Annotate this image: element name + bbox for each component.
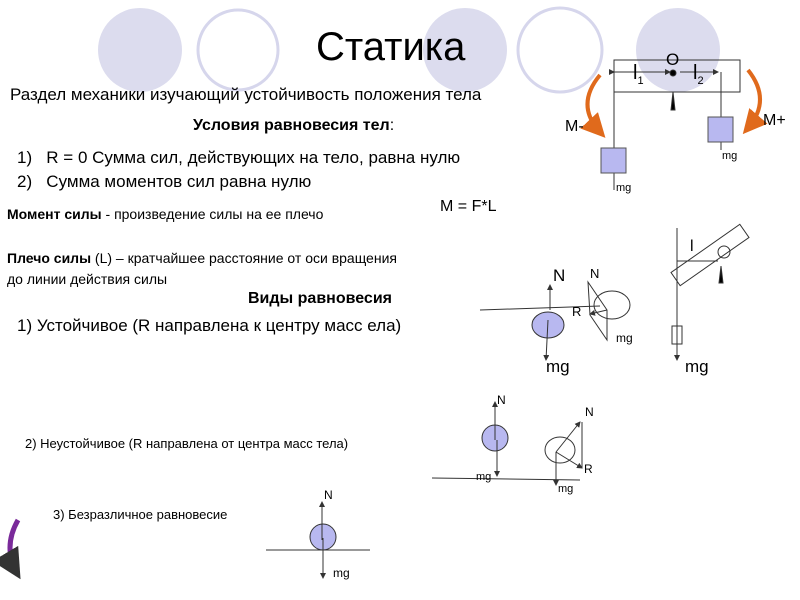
label-mg: mg <box>685 357 709 376</box>
conditions-heading-colon: : <box>389 117 395 134</box>
subtitle: Раздел механики изучающий устойчивость п… <box>10 85 482 104</box>
arm-definition-2: до линии действия силы <box>7 271 168 287</box>
back-nav-icon <box>0 518 21 580</box>
label-m-plus: M+ <box>763 112 786 129</box>
decor-circles <box>98 6 720 94</box>
condition-text: Сумма моментов сил равна нулю <box>46 172 312 191</box>
type-neutral: 3) Безразличное равновесие <box>53 507 228 522</box>
types-heading: Виды равновесия <box>248 290 392 307</box>
label-n: N <box>553 266 566 285</box>
type-unstable: 2) Неустойчивое (R направлена от центра … <box>25 436 349 451</box>
moment-definition-text: - произведение силы на ее плечо <box>101 206 324 222</box>
label-mg: mg <box>333 566 350 580</box>
label-l: l <box>690 238 694 255</box>
label-mg: mg <box>616 331 633 345</box>
label-r: R <box>584 462 593 476</box>
condition-text: R = 0 Сумма сил, действующих на тело, ра… <box>46 148 461 167</box>
pendulum-diagram <box>670 223 750 361</box>
label-l1-letter: l <box>633 62 638 84</box>
label-l1-subscript: 1 <box>637 75 644 87</box>
label-n: N <box>497 393 506 407</box>
condition-2: 2) Сумма моментов сил равна нулю <box>17 172 311 192</box>
label-n: N <box>585 405 594 419</box>
moment-formula: M = F*L <box>440 198 497 215</box>
unstable-diagram <box>431 401 583 486</box>
condition-1: 1) R = 0 Сумма сил, действующих на тело,… <box>17 148 460 168</box>
page-title: Статика <box>316 25 466 69</box>
arm-definition-text: (L) – кратчайшее расстояние от оси враще… <box>91 250 397 266</box>
label-mg: mg <box>546 357 570 376</box>
condition-number: 1) <box>17 148 33 167</box>
conditions-heading-text: Условия равновесия тел <box>193 117 390 134</box>
condition-number: 2) <box>17 172 33 191</box>
stable-diagram <box>479 280 631 361</box>
moment-definition: Момент силы - произведение силы на ее пл… <box>7 206 323 222</box>
label-mg: mg <box>722 150 738 162</box>
label-n: N <box>324 488 333 502</box>
label-mg: mg <box>558 483 574 495</box>
label-o: O <box>666 50 680 69</box>
label-m-minus: M- <box>565 118 584 135</box>
moment-term: Момент силы <box>7 206 102 222</box>
label-l1: l1 <box>633 62 644 87</box>
label-r: R <box>572 304 582 319</box>
type-stable: 1) Устойчивое (R направлена к центру мас… <box>17 316 402 335</box>
label-l2-subscript: 2 <box>697 75 704 87</box>
label-mg: mg <box>476 471 492 483</box>
lever-diagram <box>580 59 768 190</box>
label-n: N <box>590 266 600 281</box>
label-l2: l2 <box>693 62 704 87</box>
label-mg: mg <box>616 182 632 194</box>
arm-term: Плечо силы <box>7 250 92 266</box>
neutral-diagram <box>266 501 370 579</box>
label-l2-letter: l <box>693 62 698 84</box>
arm-definition: Плечо силы (L) – кратчайшее расстояние о… <box>7 250 397 266</box>
conditions-heading: Условия равновесия тел: <box>193 117 394 135</box>
